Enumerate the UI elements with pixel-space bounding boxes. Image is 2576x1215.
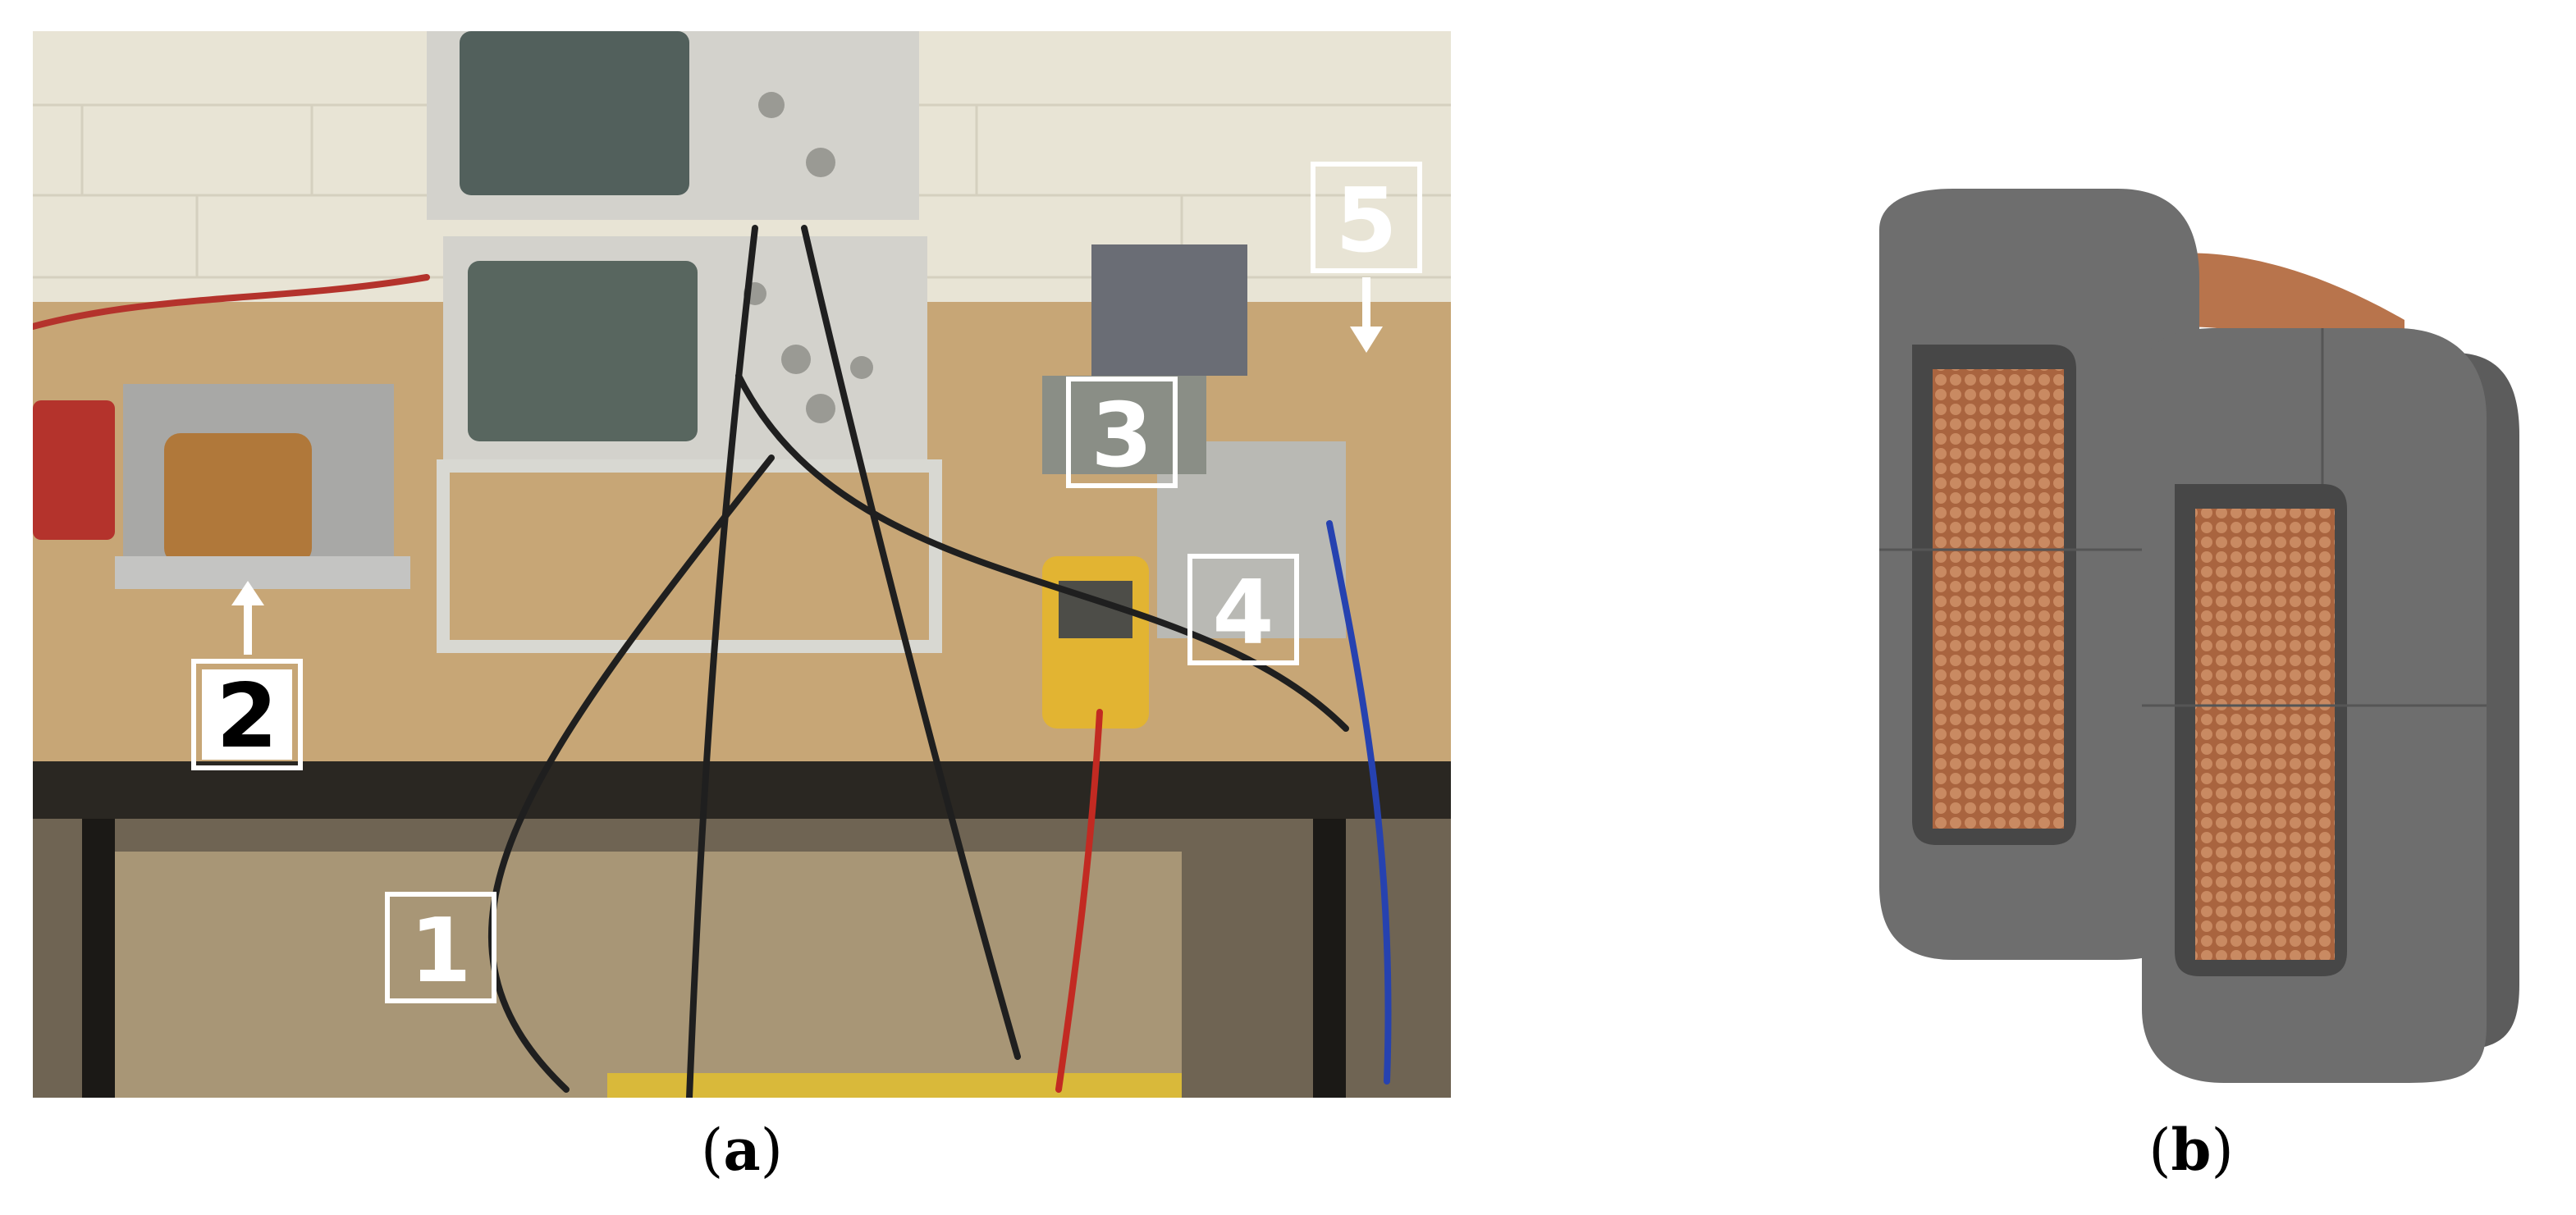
- svg-text:5: 5: [1335, 170, 1397, 272]
- callout-2: 2: [191, 581, 303, 770]
- bench-photo: 1 2 3 4 5: [33, 31, 1451, 1098]
- svg-text:2: 2: [216, 665, 277, 768]
- callout-1: 1: [385, 892, 496, 1003]
- inductor-render: [1879, 189, 2519, 1083]
- panel-a-photo: 1 2 3 4 5: [33, 31, 1451, 1098]
- callout-5: 5: [1311, 162, 1422, 353]
- caption-b: (b): [2148, 1116, 2234, 1184]
- callout-3: 3: [1066, 377, 1178, 488]
- panel-b-render: [1830, 180, 2569, 1083]
- caption-a: (a): [701, 1116, 783, 1184]
- svg-text:1: 1: [410, 900, 471, 1003]
- svg-text:4: 4: [1212, 562, 1274, 665]
- callout-4: 4: [1187, 554, 1299, 665]
- svg-text:3: 3: [1091, 385, 1152, 487]
